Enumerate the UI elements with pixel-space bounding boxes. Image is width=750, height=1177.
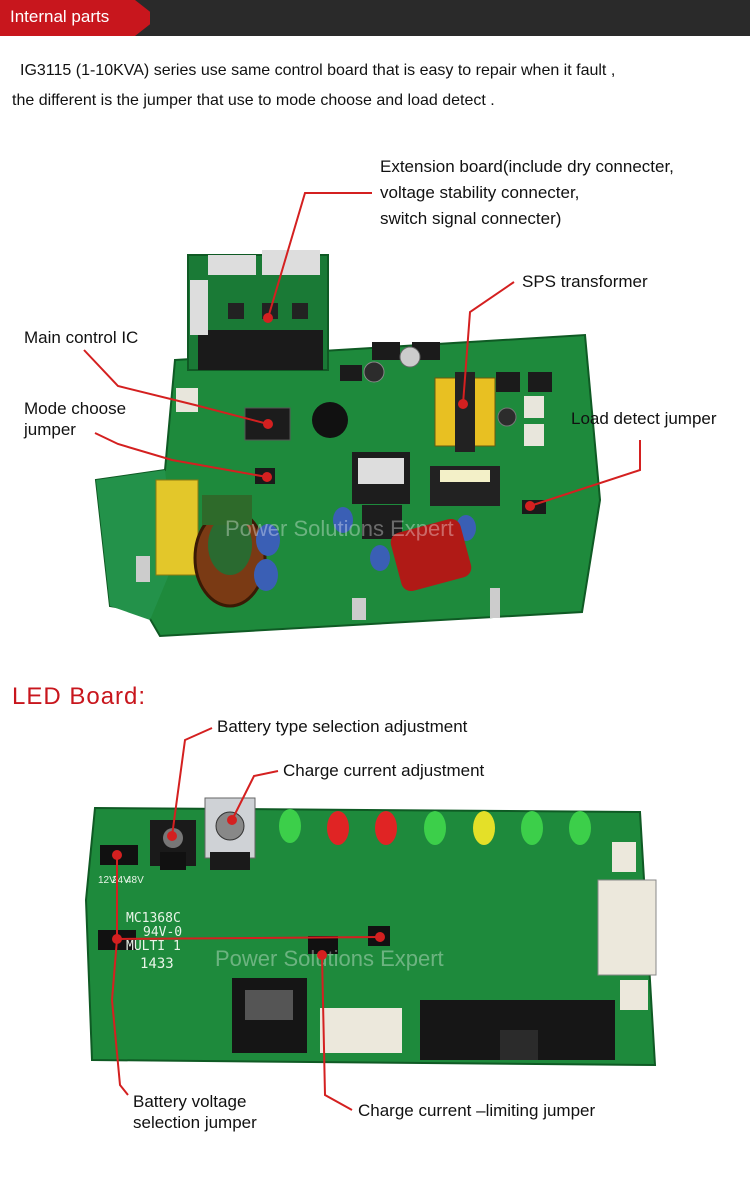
load-detect-label: Load detect jumper <box>571 409 717 428</box>
section-title: Internal parts <box>10 7 110 26</box>
extension-board-label-1: Extension board(include dry connecter, <box>380 157 674 176</box>
sps-transformer-label: SPS transformer <box>522 272 648 291</box>
battery-voltage-callout-line <box>110 938 129 1096</box>
intro-line-1: IG3115 (1-10KVA) series use same control… <box>20 62 616 79</box>
led-board-title: LED Board: <box>12 683 147 710</box>
main-board-watermark: Power Solutions Expert <box>225 516 454 541</box>
load-callout-line <box>529 440 641 507</box>
silkscreen-multi: MULTI 1 <box>126 939 181 954</box>
extension-board-label-3: switch signal connecter) <box>380 209 562 228</box>
silkscreen-jumper-48: 48V <box>126 875 144 886</box>
silkscreen-date: 1433 <box>140 956 174 972</box>
main-board-image <box>94 250 602 638</box>
silkscreen-model: MC1368C <box>126 911 181 926</box>
silkscreen-rating: 94V-0 <box>143 925 183 940</box>
battery-voltage-link-line <box>116 936 381 940</box>
battery-voltage-label-2: selection jumper <box>133 1113 257 1132</box>
extension-callout-line <box>267 192 372 319</box>
battery-type-callout-line <box>171 727 213 837</box>
mode-choose-label-2: jumper <box>24 420 76 439</box>
battery-voltage-label-1: Battery voltage <box>133 1092 247 1111</box>
silkscreen-jumper-24: 24V <box>112 875 130 886</box>
intro-line-2: the different is the jumper that use to … <box>12 92 495 109</box>
charge-limit-label: Charge current –limiting jumper <box>358 1101 596 1120</box>
main-control-ic-label: Main control IC <box>24 328 139 347</box>
main-board-callouts <box>83 192 641 511</box>
section-tag: Internal parts <box>0 0 150 36</box>
sps-callout-line <box>462 281 515 405</box>
mode-choose-label-1: Mode choose <box>24 399 127 418</box>
mode-callout-line <box>94 432 268 478</box>
battery-type-label: Battery type selection adjustment <box>217 717 468 736</box>
extension-board-label-2: voltage stability connecter, <box>380 183 580 202</box>
led-board-watermark: Power Solutions Expert <box>215 946 444 971</box>
charge-limit-callout-line <box>321 954 353 1111</box>
charge-adj-callout-line <box>231 770 279 821</box>
main-ic-callout-line <box>83 349 269 425</box>
charge-adjustment-label: Charge current adjustment <box>283 761 485 780</box>
silkscreen-jumper-12: 12V <box>98 875 116 886</box>
